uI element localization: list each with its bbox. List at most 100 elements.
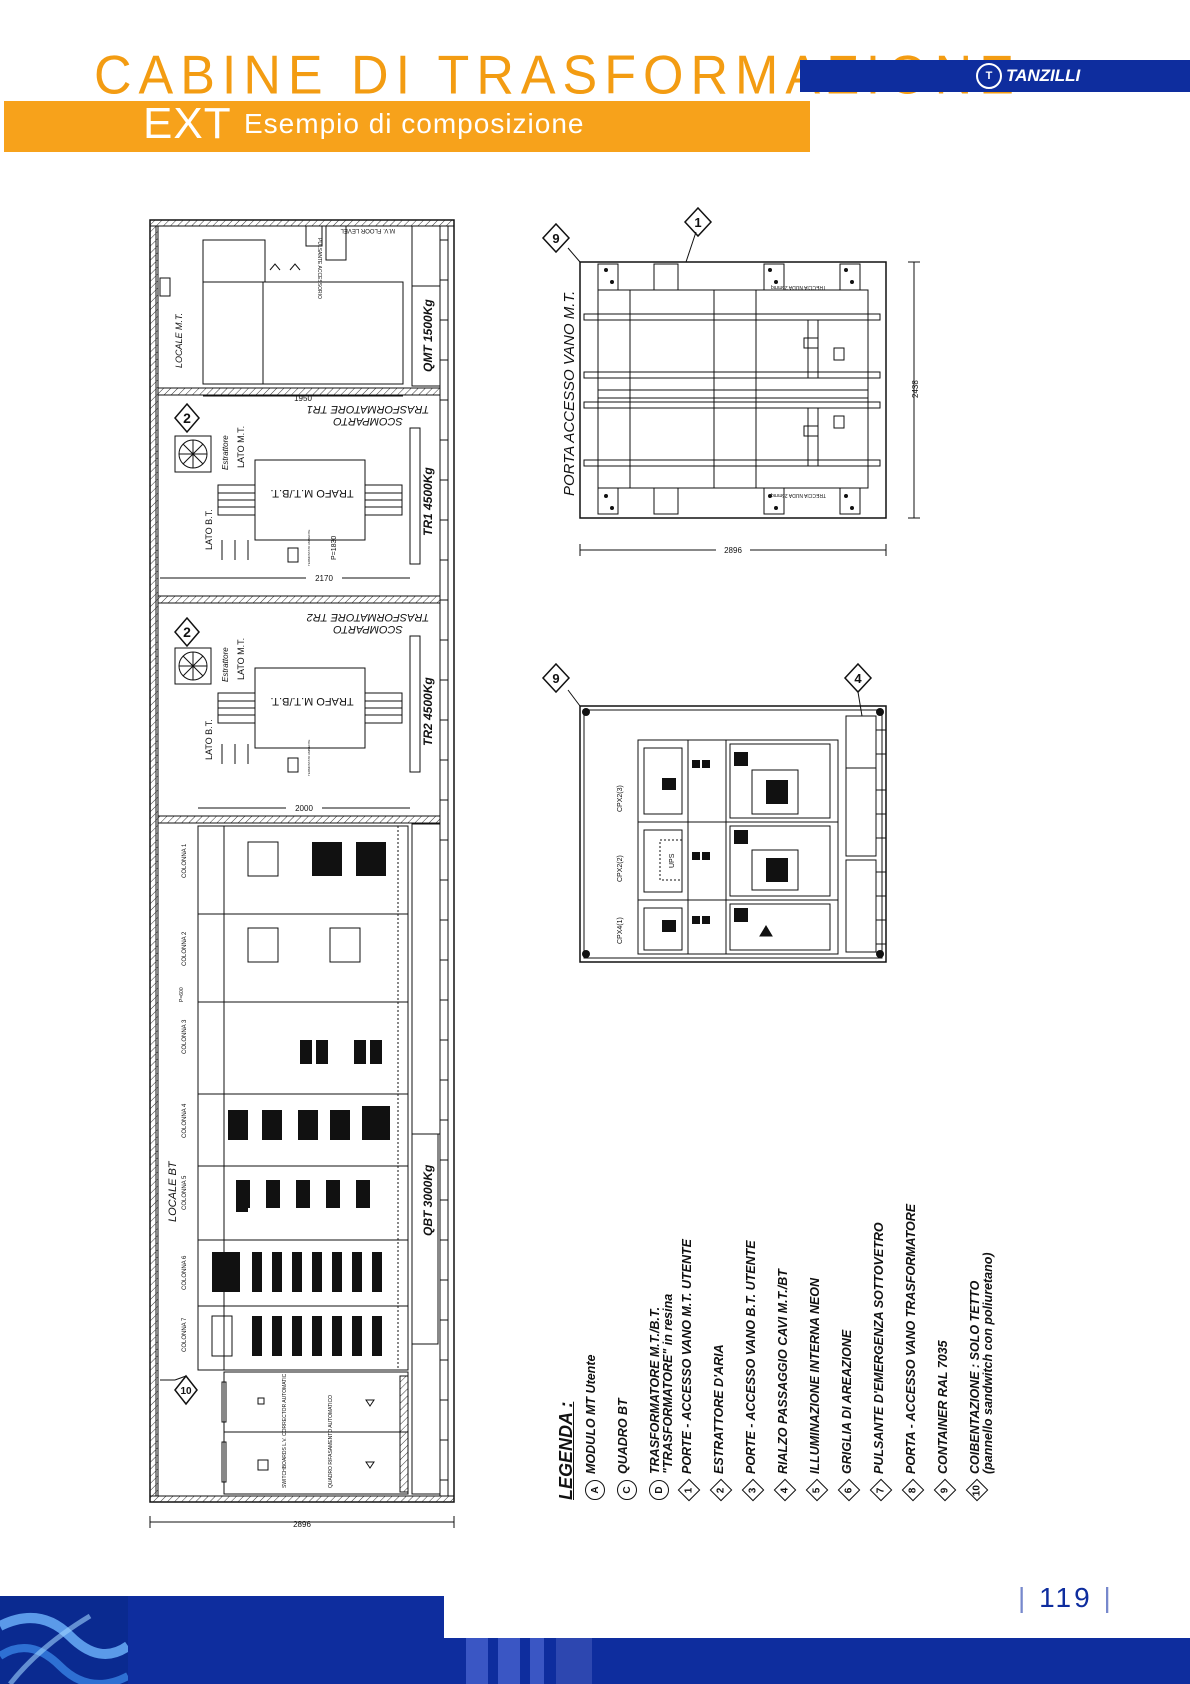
colonna-3: COLONNA 3 [182, 1019, 188, 1054]
legend-text: MODULO MT Utente [584, 1354, 598, 1474]
marker-4-front: 4 [843, 662, 873, 694]
legend-symbol-text: 9 [939, 1487, 951, 1493]
legend-text-line: "TRASFORMATORE" in resina [661, 1293, 675, 1474]
legend-symbol-text: 8 [907, 1487, 919, 1493]
legend-symbol: 3 [741, 1478, 765, 1502]
treccia-top: TRECCIA NUDA 25mmq [771, 284, 826, 290]
colonna-4: COLONNA 4 [182, 1103, 188, 1138]
legend-symbol-text: 5 [811, 1487, 823, 1493]
trafo-tr2: TRAFO M.T./B.T. [270, 695, 353, 707]
legend-symbol-text: D [653, 1486, 665, 1494]
page-number: | 119 | [1018, 1582, 1114, 1613]
page-number-value: 119 [1039, 1582, 1093, 1613]
marker-10: 10 [160, 1374, 198, 1406]
estrattore-tr2: Estrattore [221, 647, 230, 682]
legend-text-line: RIALZO PASSAGGIO CAVI M.T./BT [776, 1269, 790, 1474]
legend-item: 8 PORTA - ACCESSO VANO TRASFORMATORE [901, 1180, 931, 1502]
legend-text: PULSANTE D'EMERGENZA SOTTOVETRO [872, 1222, 886, 1474]
termostato-tr1: TERMOSTATO AMBIENTE [307, 530, 311, 566]
legend-item: A MODULO MT Utente [584, 1180, 611, 1500]
trafo-tr1: TRAFO M.T./B.T. [270, 487, 353, 499]
legend-item: 5 ILLUMINAZIONE INTERNA NEON [805, 1180, 835, 1502]
svg-text:4: 4 [854, 671, 862, 686]
trasformatore-tr2: TRASFORMATORE TR2 [307, 611, 429, 623]
svg-text:2: 2 [183, 410, 191, 426]
lato-mt-tr2: LATO M.T. [236, 638, 246, 680]
legend-symbol: 8 [901, 1478, 925, 1502]
legend-symbol: 10 [965, 1478, 989, 1502]
svg-text:1: 1 [694, 215, 701, 230]
legend-title: LEGENDA : [556, 1401, 576, 1500]
colonna-6: COLONNA 6 [182, 1255, 188, 1290]
tr1-label: TR1 4500Kg [421, 467, 435, 536]
svg-text:1950: 1950 [294, 394, 312, 403]
colonna-7: COLONNA 7 [182, 1317, 188, 1352]
legend-text-line: ILLUMINAZIONE INTERNA NEON [808, 1277, 822, 1474]
legend-text: ILLUMINAZIONE INTERNA NEON [808, 1277, 822, 1474]
svg-text:2: 2 [183, 624, 191, 640]
svg-text:10: 10 [180, 1386, 192, 1397]
scomparto-tr2: SCOMPARTO [333, 623, 403, 635]
lato-bt-tr2: LATO B.T. [204, 719, 214, 760]
front-label-cpx2-3: CPX2(3) [617, 785, 624, 812]
legend-text-line: PULSANTE D'EMERGENZA SOTTOVETRO [872, 1222, 886, 1474]
svg-text:9: 9 [552, 671, 559, 686]
termostato-tr2: TERMOSTATO AMBIENTE [307, 740, 311, 776]
colonna-5: COLONNA 5 [182, 1175, 188, 1210]
colonna-1: COLONNA 1 [182, 843, 188, 878]
legend-text: COIBENTAZIONE : SOLO TETTO(pannello sand… [968, 1252, 995, 1474]
legend-item: 9 CONTAINER RAL 7035 [933, 1180, 963, 1502]
brand-name: TANZILLI [1006, 66, 1081, 85]
p600-label: P=600 [179, 987, 185, 1002]
legend-symbol: 6 [837, 1478, 861, 1502]
front-view: 9 4 [541, 662, 887, 963]
svg-text:2000: 2000 [295, 804, 313, 813]
header-orange-band [4, 101, 810, 152]
legend-text-line: QUADRO BT [616, 1398, 630, 1474]
legend-symbol: A [585, 1480, 605, 1500]
legend-text-line: CONTAINER RAL 7035 [936, 1340, 950, 1474]
legend-text: CONTAINER RAL 7035 [936, 1340, 950, 1474]
legend-symbol-text: 2 [715, 1487, 727, 1493]
p1830-label: P=1830 [331, 536, 338, 560]
legend-symbol-text: 1 [683, 1487, 695, 1493]
legend-symbol: C [617, 1480, 637, 1500]
marker-9-top: 9 [541, 222, 571, 254]
estrattore-tr1: Estrattore [221, 435, 230, 470]
legend-symbol: 7 [869, 1478, 893, 1502]
legend-symbol: 1 [677, 1478, 701, 1502]
legend-item: 7 PULSANTE D'EMERGENZA SOTTOVETRO [869, 1180, 899, 1502]
svg-text:2170: 2170 [315, 574, 333, 583]
legend-text: PORTA - ACCESSO VANO TRASFORMATORE [904, 1204, 918, 1474]
legend-text-line: MODULO MT Utente [584, 1354, 598, 1474]
dim-2438: 2438 [911, 380, 920, 398]
treccia-bottom: TRECCIA NUDA 25mmq [771, 492, 826, 498]
pulsante-label: PULSANTE ACCESSORIO [316, 238, 322, 299]
front-label-cpx4-1: CPX4(1) [617, 917, 624, 944]
brand-mark-icon: T [976, 63, 1002, 89]
tr2-label: TR2 4500Kg [421, 677, 435, 746]
marker-2-tr2: 2 [174, 616, 200, 648]
brand-logo: T TANZILLI [976, 62, 1080, 90]
ups-label: UPS [669, 853, 676, 868]
qbt-label: QBT 3000Kg [421, 1164, 435, 1236]
colonna-2: COLONNA 2 [182, 931, 188, 966]
legend-text-line: PORTE - ACCESSO VANO B.T. UTENTE [744, 1240, 758, 1474]
legend-symbol: 5 [805, 1478, 829, 1502]
legend-symbol: 2 [709, 1478, 733, 1502]
quadro-rifasamento-label: QUADRO RIFASAMENTO AUTOMATICO [328, 1395, 334, 1488]
locale-mt-label: LOCALE M.T. [174, 313, 184, 368]
legend-item: C QUADRO BT [616, 1180, 643, 1500]
footer-stripe [530, 1638, 544, 1684]
marker-9-front: 9 [541, 662, 571, 694]
svg-text:2896: 2896 [293, 1520, 311, 1529]
legend-text: PORTE - ACCESSO VANO M.T. UTENTE [680, 1239, 694, 1474]
legend-symbol: D [649, 1480, 669, 1500]
locale-bt-label: LOCALE BT [167, 1160, 179, 1222]
legend-symbol-text: 3 [747, 1487, 759, 1493]
